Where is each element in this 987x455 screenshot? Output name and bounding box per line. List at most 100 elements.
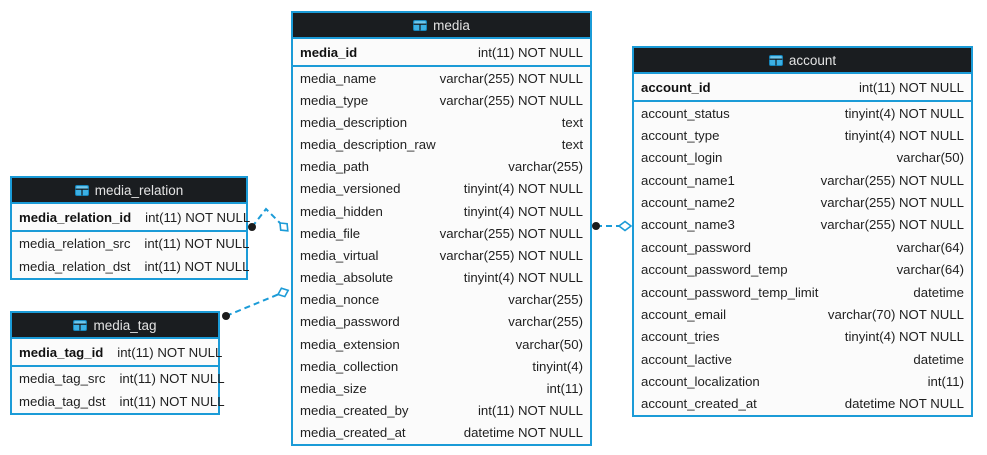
field-name: media_size — [300, 380, 367, 396]
table-media_relation[interactable]: media_relation media_relation_id int(11)… — [10, 176, 250, 280]
field-name: account_localization — [641, 373, 760, 389]
table-header-media_tag[interactable]: media_tag — [12, 313, 218, 339]
field-name: media_password — [300, 314, 400, 330]
field-name: media_name — [300, 70, 377, 86]
field-type: int(11) NOT NULL — [117, 344, 223, 360]
field-row: media_tag_dst int(11) NOT NULL — [12, 390, 225, 413]
open-diamond-anchor-icon — [276, 287, 290, 298]
field-name: media_relation_dst — [19, 259, 131, 274]
table-media[interactable]: media media_id int(11) NOT NULL media_na… — [291, 11, 592, 446]
relation-media_tag-to-media[interactable] — [222, 287, 290, 320]
field-type: varchar(255) NOT NULL — [439, 92, 583, 108]
field-type: int(11) — [546, 380, 583, 396]
field-type: int(11) NOT NULL — [119, 371, 225, 386]
field-type: datetime — [913, 284, 964, 300]
primary-key-row: account_id int(11) NOT NULL — [634, 74, 971, 102]
field-name: account_email — [641, 306, 727, 322]
field-type: int(11) NOT NULL — [144, 236, 250, 251]
field-name: media_description_raw — [300, 137, 436, 153]
table-icon — [413, 19, 428, 31]
table-title: media — [433, 17, 470, 33]
field-type: datetime NOT NULL — [844, 396, 964, 412]
field-name: media_nonce — [300, 292, 380, 308]
field-type: varchar(64) — [896, 239, 964, 255]
field-type: int(11) NOT NULL — [119, 394, 225, 409]
primary-key-row: media_tag_id int(11) NOT NULL — [12, 339, 222, 367]
field-type: tinyint(4) NOT NULL — [463, 203, 583, 219]
field-name: media_relation_id — [19, 209, 132, 225]
field-row: media_size int(11) — [293, 377, 590, 399]
field-name: account_created_at — [641, 396, 757, 412]
table-header-media_relation[interactable]: media_relation — [12, 178, 246, 204]
field-name: account_tries — [641, 329, 720, 345]
table-account[interactable]: account account_id int(11) NOT NULL acco… — [632, 46, 973, 417]
field-type: varchar(255) — [508, 314, 583, 330]
relation-media_relation-to-media[interactable] — [248, 207, 289, 232]
field-name: account_status — [641, 105, 730, 121]
field-name: media_hidden — [300, 203, 383, 219]
field-type: tinyint(4) NOT NULL — [463, 270, 583, 286]
field-row: account_tries tinyint(4) NOT NULL — [634, 326, 971, 348]
field-name: account_id — [641, 79, 711, 95]
field-type: datetime — [913, 351, 964, 367]
field-name: media_tag_dst — [19, 394, 106, 409]
field-name: account_name2 — [641, 195, 735, 211]
table-title: media_tag — [93, 317, 157, 333]
field-row: account_password varchar(64) — [634, 236, 971, 258]
primary-key-row: media_relation_id int(11) NOT NULL — [12, 204, 250, 232]
field-type: varchar(255) — [508, 159, 583, 175]
field-name: account_password — [641, 239, 751, 255]
table-header-account[interactable]: account — [634, 48, 971, 74]
dot-anchor-icon — [592, 222, 600, 230]
field-name: account_lactive — [641, 351, 732, 367]
relation-media-to-account[interactable] — [592, 220, 633, 232]
field-type: varchar(255) NOT NULL — [439, 225, 583, 241]
table-title: account — [788, 52, 837, 68]
field-type: tinyint(4) NOT NULL — [844, 329, 964, 345]
field-name: media_type — [300, 92, 369, 108]
table-header-media[interactable]: media — [293, 13, 590, 39]
field-type: text — [561, 114, 583, 130]
field-row: media_type varchar(255) NOT NULL — [293, 89, 590, 111]
table-media_tag[interactable]: media_tag media_tag_id int(11) NOT NULL … — [10, 311, 225, 415]
field-type: int(11) NOT NULL — [477, 403, 583, 419]
field-type: int(11) — [927, 373, 964, 389]
open-diamond-anchor-icon — [279, 222, 289, 232]
field-name: media_path — [300, 159, 369, 175]
field-name: media_versioned — [300, 181, 401, 197]
field-row: account_created_at datetime NOT NULL — [634, 393, 971, 415]
table-icon — [74, 184, 89, 196]
field-name: media_created_at — [300, 425, 406, 441]
table-icon — [768, 54, 783, 66]
field-type: varchar(255) NOT NULL — [820, 172, 964, 188]
field-type: datetime NOT NULL — [463, 425, 583, 441]
field-type: varchar(255) NOT NULL — [820, 195, 964, 211]
field-row: media_hidden tinyint(4) NOT NULL — [293, 200, 590, 222]
field-type: int(11) NOT NULL — [145, 209, 251, 225]
field-type: int(11) NOT NULL — [477, 44, 583, 60]
field-name: account_password_temp — [641, 262, 788, 278]
field-name: account_name1 — [641, 172, 735, 188]
field-type: varchar(70) NOT NULL — [827, 306, 964, 322]
